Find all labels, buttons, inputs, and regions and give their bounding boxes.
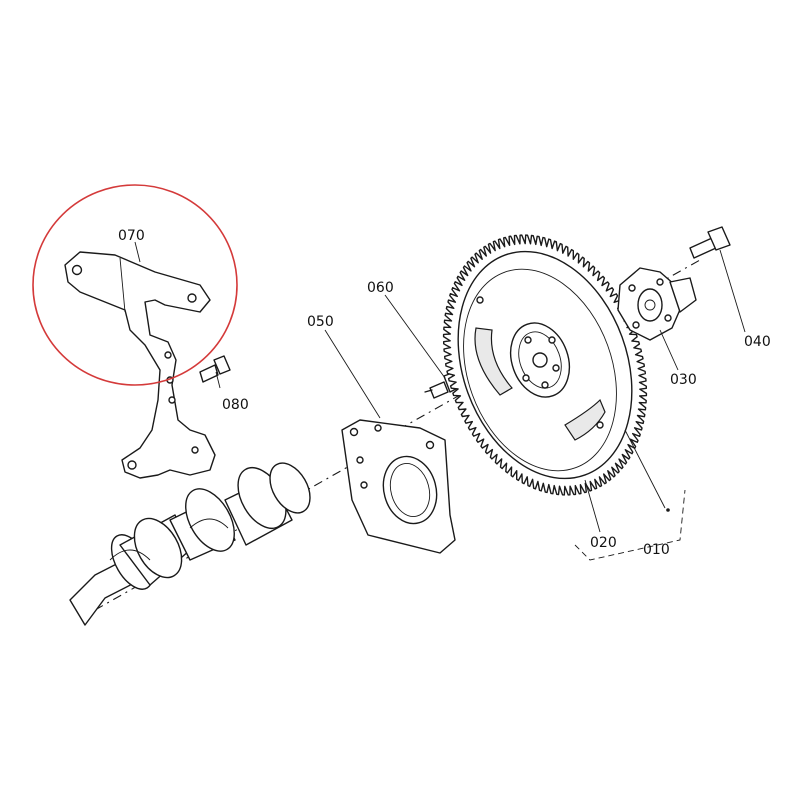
label-080: 080 [222,397,249,413]
label-040: 040 [744,334,771,350]
bracket-070[interactable] [64,251,216,479]
label-050: 050 [307,314,334,330]
part-labels: 070 060 050 080 040 030 020 010 [118,228,771,558]
label-030: 030 [670,372,697,388]
bolt-080[interactable] [199,355,231,383]
highlight-circle [32,184,238,386]
label-010: 010 [643,542,670,558]
label-070: 070 [118,228,145,244]
label-020: 020 [590,535,617,551]
crankshaft[interactable] [69,456,318,626]
flange-030[interactable] [617,267,697,341]
backing-plate-050[interactable] [341,419,456,554]
bolt-040[interactable] [689,226,731,259]
label-060: 060 [367,280,394,296]
leader-lines [134,241,746,561]
flywheel-020[interactable] [418,217,673,513]
